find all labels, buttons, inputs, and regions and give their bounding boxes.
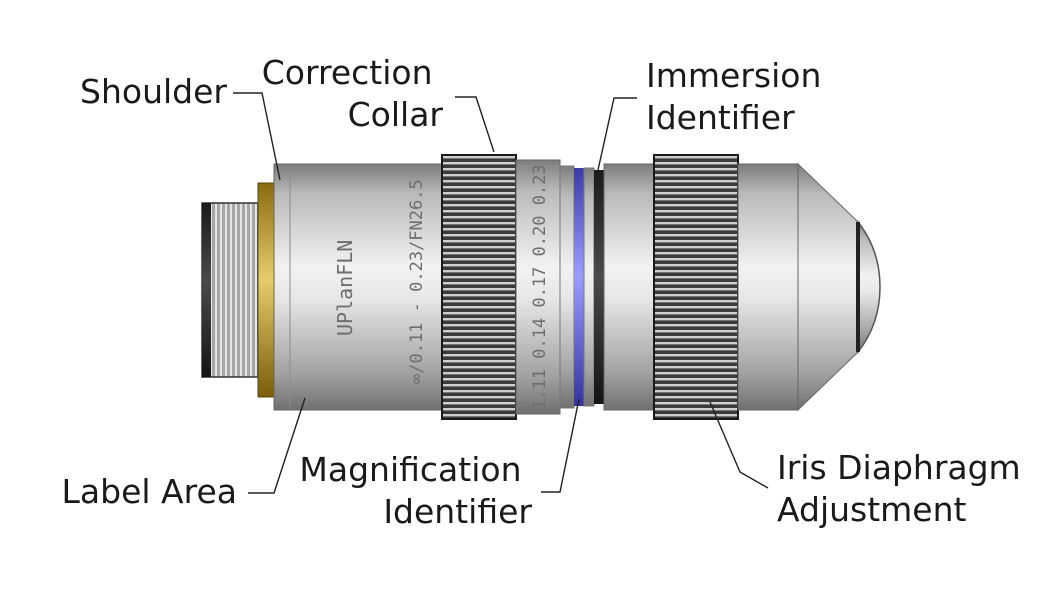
label-shoulder-line-1: Shoulder (80, 72, 227, 111)
label-immersion-identifier-line-1: Immersion (646, 56, 821, 95)
body-gap-ring (559, 165, 575, 409)
mounting-thread (201, 202, 259, 378)
brass-shoulder-ring (257, 182, 275, 398)
label-correction-collar-line-2: Collar (348, 95, 444, 134)
label-iris-diaphragm-adjustment-line-1: Iris Diaphragm (777, 448, 1021, 487)
label-immersion-identifier-line-2: Identifier (646, 98, 795, 137)
objective-lens-body: UPlanFLN ∞/0.11 - 0.23/FN26.5 1.11 0.14 … (201, 154, 881, 420)
front-barrel (737, 163, 799, 411)
thread-end-ring (202, 203, 211, 377)
correction-collar-knurl (441, 154, 517, 420)
separator-ring (583, 167, 595, 407)
collar-scale-engraving: 1.11 0.14 0.17 0.20 0.23 (530, 164, 550, 410)
magnification-band (574, 168, 584, 406)
spec-engraving: ∞/0.11 - 0.23/FN26.5 (407, 179, 427, 384)
model-engraving: UPlanFLN (333, 240, 357, 336)
leader-correction-collar (455, 96, 495, 153)
label-magnification-identifier: Magnification Identifier (299, 450, 532, 531)
label-iris-diaphragm-adjustment: Iris Diaphragm Adjustment (777, 448, 1031, 529)
leader-shoulder (233, 92, 281, 181)
label-correction-collar: Correction Collar (262, 53, 444, 134)
label-shoulder: Shoulder (80, 72, 227, 111)
label-correction-collar-line-1: Correction (262, 53, 433, 92)
iris-diaphragm-knurl (653, 154, 739, 420)
label-magnification-identifier-line-2: Identifier (383, 492, 532, 531)
label-label-area-line-1: Label Area (62, 472, 237, 511)
immersion-band (594, 170, 604, 404)
leader-immersion-identifier (597, 97, 637, 171)
callout-labels: Shoulder Correction Collar Immersion Ide… (62, 53, 1031, 531)
label-label-area: Label Area (62, 472, 237, 511)
leader-label-area (248, 397, 306, 494)
label-magnification-identifier-line-1: Magnification (299, 450, 521, 489)
nose-cone (797, 162, 859, 412)
mid-barrel (603, 163, 655, 411)
collar-scale-ring (515, 159, 561, 415)
front-tip (857, 219, 881, 355)
label-iris-diaphragm-adjustment-line-2: Adjustment (777, 490, 967, 529)
label-area-barrel (273, 163, 443, 411)
leader-iris-diaphragm (709, 401, 769, 489)
leader-lines (233, 92, 769, 494)
leader-magnification-identifier (541, 398, 580, 493)
label-immersion-identifier: Immersion Identifier (646, 56, 832, 137)
